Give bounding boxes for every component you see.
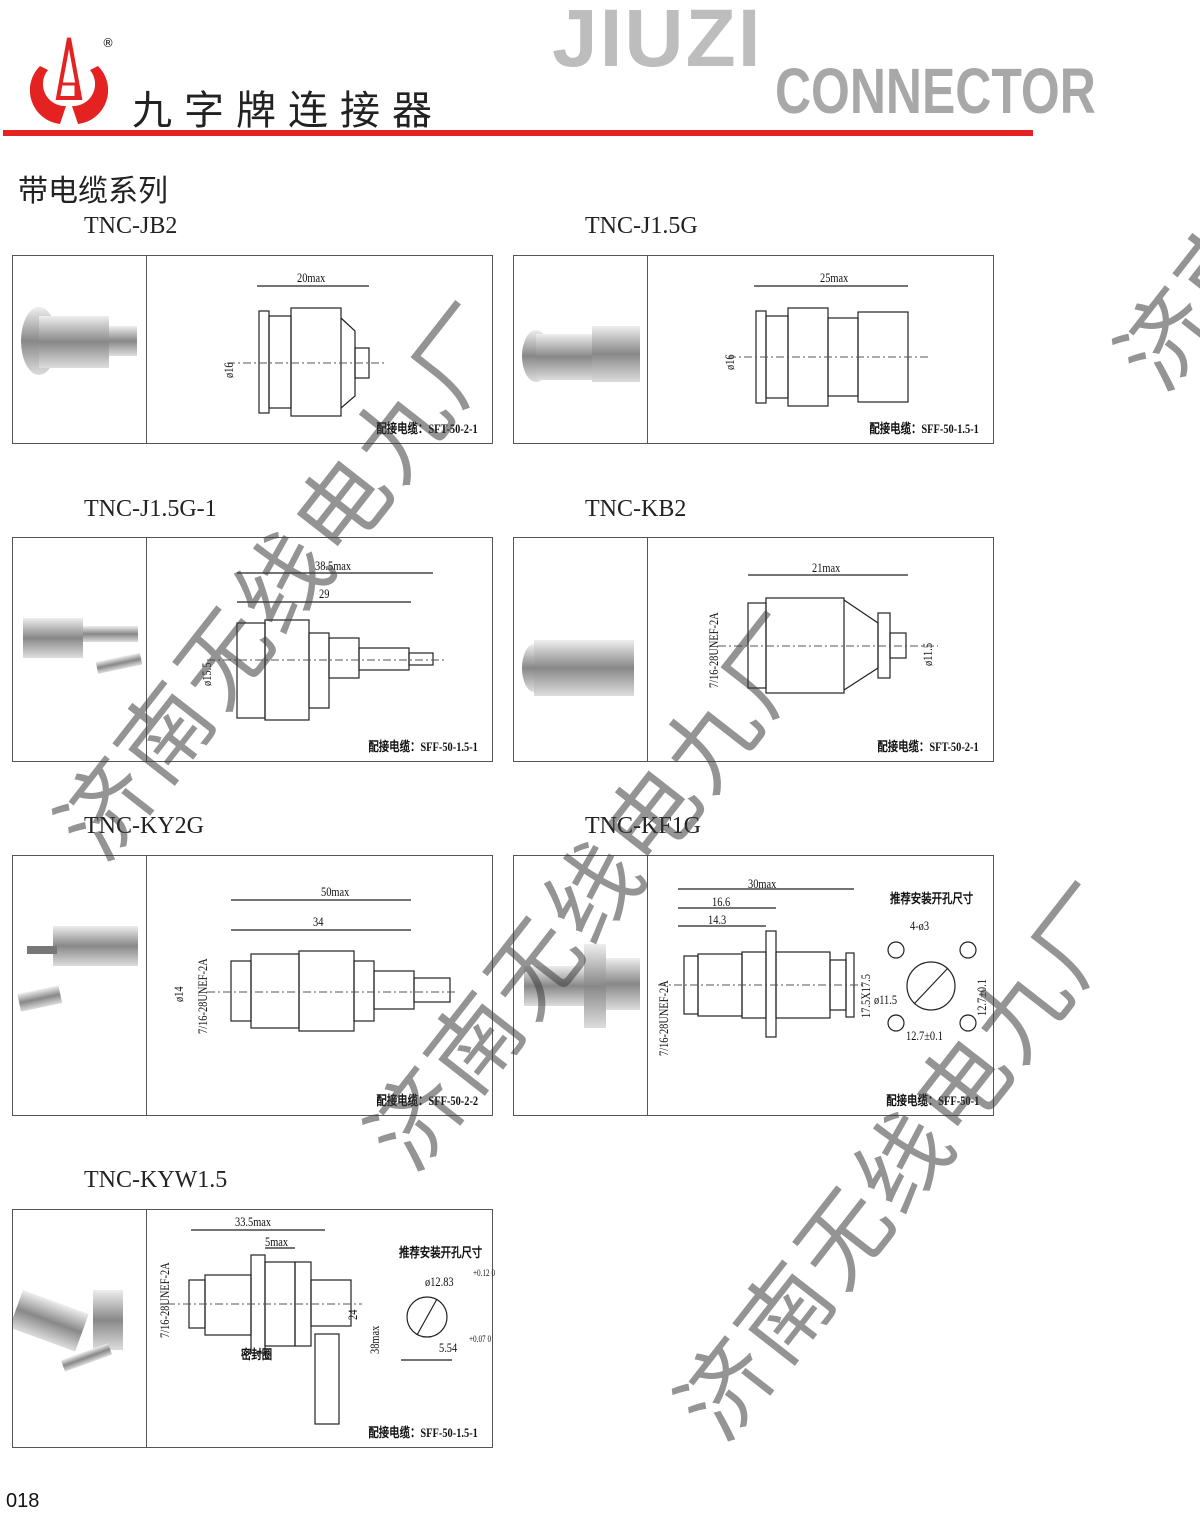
cable-spec: 配接电缆：SFF-50-1 (886, 1090, 979, 1109)
dimension-label: ø14 (171, 986, 186, 1002)
cable-prefix: 配接电缆： (376, 1093, 429, 1108)
product-panel: 38.5max 29 ø15.5 配接电缆：SFF-50-1.5-1 (12, 537, 493, 762)
cable-model: SFF-50-1 (937, 1093, 979, 1108)
tolerance-label: +0.12 0 (473, 1268, 496, 1278)
logo-jiuzi: JIUZI (552, 0, 763, 84)
product-photo (13, 538, 147, 761)
dimension-label: ø16 (221, 362, 236, 378)
logo-connector: CONNECTOR (775, 55, 1096, 127)
cable-prefix: 配接电缆： (368, 739, 421, 754)
product-title: TNC-KF1G (585, 813, 702, 839)
cable-model: SFF-50-1.5-1 (420, 739, 478, 754)
page-number: 018 (6, 1490, 40, 1512)
dimension-label: 33.5max (235, 1214, 272, 1229)
cable-spec: 配接电缆：SFF-50-2-2 (376, 1090, 478, 1109)
dimension-label: 4-ø3 (910, 918, 930, 933)
header-divider (3, 130, 1033, 136)
dimension-label: 5max (265, 1234, 289, 1249)
product-panel: 25max ø16 配接电缆：SFF-50-1.5-1 (513, 255, 994, 444)
dimension-label: 7/16-28UNEF-2A (195, 958, 210, 1034)
product-title: TNC-KY2G (84, 813, 204, 839)
product-title: TNC-KB2 (585, 496, 687, 522)
dimension-label: 34 (313, 914, 324, 929)
dimension-label: 25max (820, 270, 849, 285)
cable-prefix: 配接电缆： (376, 421, 429, 436)
technical-drawing: 20max ø16 配接电缆：SFT-50-2-1 (147, 256, 492, 443)
product-title: TNC-KYW1.5 (84, 1167, 228, 1193)
registered-mark: ® (102, 36, 114, 50)
dimension-label: ø12.83 (425, 1274, 454, 1289)
dimension-label: 20max (297, 270, 326, 285)
cable-prefix: 配接电缆： (869, 421, 922, 436)
technical-drawing: 25max ø16 配接电缆：SFF-50-1.5-1 (648, 256, 993, 443)
dimension-label: 14.3 (708, 912, 727, 927)
mount-hole-title: 推荐安装开孔尺寸 (399, 1245, 483, 1260)
dimension-label: 29 (319, 586, 330, 601)
dimension-label: ø16 (722, 354, 737, 370)
technical-drawing: 30max 16.6 14.3 7/16-28UNEF-2A 17.5X17.5… (648, 856, 993, 1115)
product-photo (514, 538, 648, 761)
dimension-label: 38.5max (315, 558, 352, 573)
brand-logo (30, 36, 108, 128)
cable-model: SFF-50-2-2 (428, 1093, 478, 1108)
dimension-label: ø15.5 (199, 662, 214, 686)
product-panel: 30max 16.6 14.3 7/16-28UNEF-2A 17.5X17.5… (513, 855, 994, 1116)
cable-model: SFF-50-1.5-1 (420, 1425, 478, 1440)
brand-name: 九字牌连接器 (132, 88, 444, 134)
cable-model: SFF-50-1.5-1 (921, 421, 979, 436)
dimension-label: 7/16-28UNEF-2A (706, 612, 721, 688)
cable-spec: 配接电缆：SFF-50-1.5-1 (369, 1422, 479, 1441)
watermark: 济南无线电九厂 (1096, 0, 1200, 409)
technical-drawing: 50max 34 ø14 7/16-28UNEF-2A 配接电缆：SFF-50-… (147, 856, 492, 1115)
dimension-label: 5.54 (439, 1340, 458, 1355)
product-panel: 21max 7/16-28UNEF-2A ø11.5 配接电缆：SFT-50-2… (513, 537, 994, 762)
dimension-label: 38max (367, 1325, 382, 1354)
product-photo (514, 256, 648, 443)
product-panel: 20max ø16 配接电缆：SFT-50-2-1 (12, 255, 493, 444)
dimension-label: 21max (812, 560, 841, 575)
cable-spec: 配接电缆：SFT-50-2-1 (377, 418, 478, 437)
product-title: TNC-J1.5G-1 (84, 496, 217, 522)
product-photo (13, 256, 147, 443)
dimension-label: 24 (345, 1309, 360, 1320)
cable-prefix: 配接电缆： (877, 739, 930, 754)
dimension-label: 12.7±0.1 (974, 979, 989, 1016)
cable-spec: 配接电缆：SFF-50-1.5-1 (870, 418, 980, 437)
cable-model: SFT-50-2-1 (428, 421, 478, 436)
product-photo (13, 856, 147, 1115)
product-title: TNC-J1.5G (585, 213, 698, 239)
product-title: TNC-JB2 (84, 213, 178, 239)
mount-hole-title: 推荐安装开孔尺寸 (890, 891, 974, 906)
product-photo (514, 856, 648, 1115)
dimension-label: 50max (321, 884, 350, 899)
tolerance-label: +0.07 0 (469, 1334, 492, 1344)
cable-model: SFT-50-2-1 (929, 739, 979, 754)
technical-drawing: 38.5max 29 ø15.5 配接电缆：SFF-50-1.5-1 (147, 538, 492, 761)
dimension-label: 16.6 (712, 894, 731, 909)
technical-drawing: 33.5max 5max 7/16-28UNEF-2A 24 38max 密封圈… (147, 1210, 496, 1447)
product-panel: 50max 34 ø14 7/16-28UNEF-2A 配接电缆：SFF-50-… (12, 855, 493, 1116)
product-photo (13, 1210, 147, 1447)
dimension-label: ø11.5 (874, 992, 898, 1007)
dimension-label: 12.7±0.1 (906, 1028, 943, 1043)
cable-prefix: 配接电缆： (368, 1425, 421, 1440)
dimension-label: 7/16-28UNEF-2A (656, 980, 671, 1056)
cable-spec: 配接电缆：SFF-50-1.5-1 (369, 736, 479, 755)
dimension-label: 7/16-28UNEF-2A (157, 1262, 172, 1338)
dimension-label: 17.5X17.5 (858, 974, 873, 1018)
cable-spec: 配接电缆：SFT-50-2-1 (878, 736, 979, 755)
cable-prefix: 配接电缆： (885, 1093, 938, 1108)
seal-ring-label: 密封圈 (241, 1347, 273, 1362)
dimension-label: 30max (748, 876, 777, 891)
section-title: 带电缆系列 (18, 174, 168, 209)
technical-drawing: 21max 7/16-28UNEF-2A ø11.5 配接电缆：SFT-50-2… (648, 538, 993, 761)
product-panel: 33.5max 5max 7/16-28UNEF-2A 24 38max 密封圈… (12, 1209, 496, 1448)
dimension-label: ø11.5 (920, 642, 935, 666)
